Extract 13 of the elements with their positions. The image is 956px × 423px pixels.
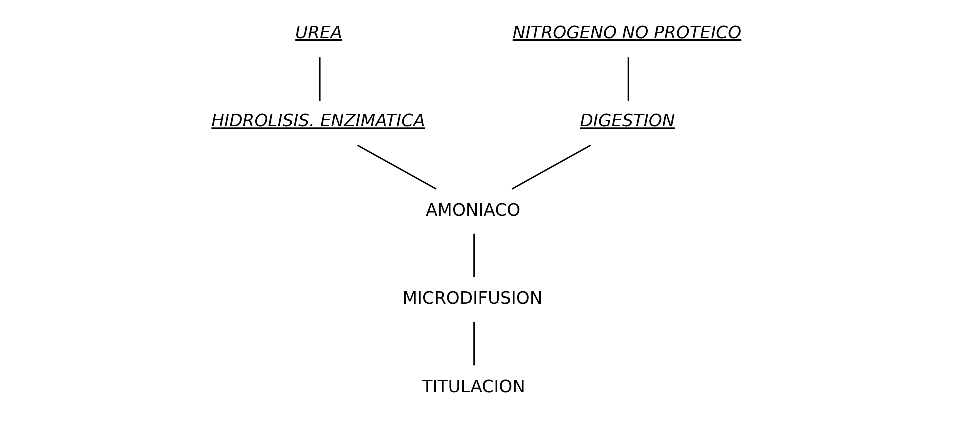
connector	[474, 234, 476, 278]
node-text: TITULACION	[422, 377, 526, 398]
node-text: DIGESTION	[580, 112, 676, 132]
node-text: AMONIACO	[426, 201, 521, 222]
connector	[628, 58, 630, 102]
connector	[474, 322, 476, 366]
connector	[512, 144, 592, 190]
node-text: MICRODIFUSION	[402, 289, 543, 310]
node-text: HIDROLISIS. ENZIMATICA	[212, 112, 426, 132]
node-text: UREA	[296, 23, 343, 44]
node-text: NITROGENO NO PROTEICO	[512, 23, 742, 44]
connector	[319, 58, 321, 102]
connector	[357, 144, 437, 190]
